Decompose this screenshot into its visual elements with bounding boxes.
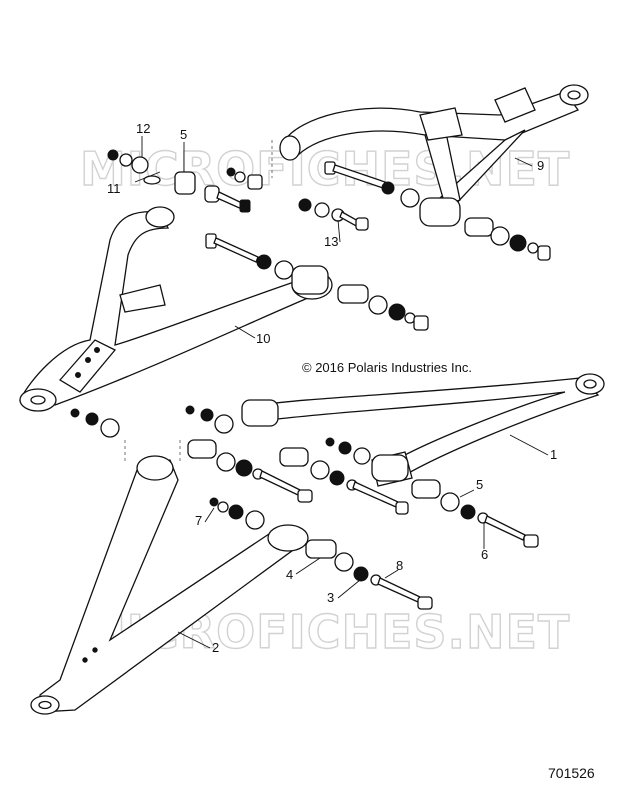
- a-arm-9: [271, 84, 589, 206]
- leader-lines: [134, 136, 549, 649]
- figure-number: 701526: [548, 765, 595, 781]
- callout-2: 2: [212, 640, 219, 655]
- a-arm-1: [241, 373, 605, 487]
- callout-8: 8: [396, 558, 403, 573]
- callout-10: 10: [256, 331, 270, 346]
- callout-13: 13: [324, 234, 338, 249]
- callout-9: 9: [537, 158, 544, 173]
- callout-5-lower: 5: [476, 477, 483, 492]
- callout-11: 11: [107, 181, 121, 196]
- a-arm-2: [30, 440, 309, 715]
- callout-7: 7: [195, 513, 202, 528]
- callout-5-upper: 5: [180, 127, 187, 142]
- a-arm-10: [19, 206, 333, 412]
- callout-12: 12: [136, 121, 150, 136]
- callout-1: 1: [550, 447, 557, 462]
- callout-4: 4: [286, 567, 293, 582]
- callout-6: 6: [481, 547, 488, 562]
- hardware-group: [70, 149, 551, 610]
- copyright-text: © 2016 Polaris Industries Inc.: [302, 360, 472, 375]
- callout-3: 3: [327, 590, 334, 605]
